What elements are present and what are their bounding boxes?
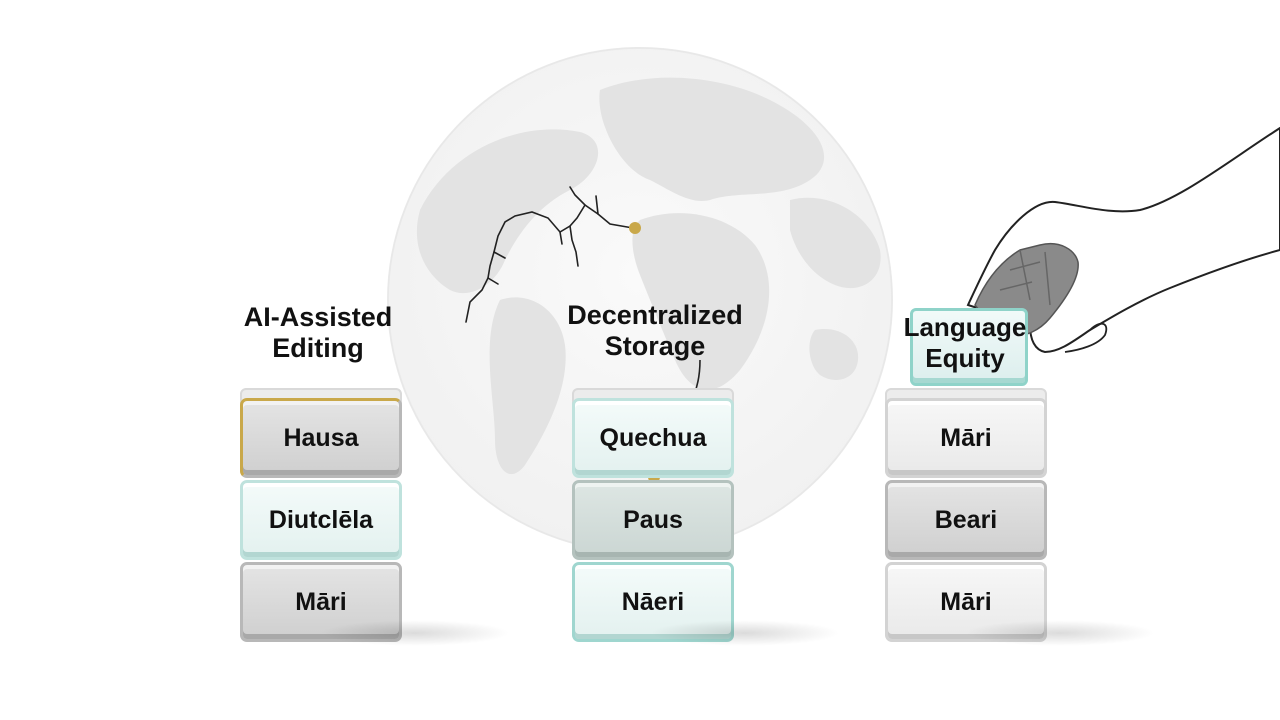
block-label: Māri — [940, 423, 992, 452]
language-block: Māri — [885, 398, 1047, 478]
language-block: Paus — [572, 480, 734, 560]
column-title-ai-assisted-editing: AI-Assisted Editing — [198, 302, 438, 364]
title-line: Language — [903, 312, 1027, 342]
language-block: Quechua — [572, 398, 734, 478]
language-block: Māri — [240, 562, 402, 642]
language-equity-card — [910, 308, 1028, 386]
title-line: Equity — [925, 343, 1005, 373]
block-label: Diutclēla — [268, 505, 374, 534]
language-block: Beari — [885, 480, 1047, 560]
block-label: Māri — [940, 587, 992, 616]
block-label: Beari — [934, 505, 998, 534]
language-block: Diutclēla — [240, 480, 402, 560]
block-label: Quechua — [599, 423, 707, 452]
title-line: Editing — [272, 333, 364, 363]
block-label: Hausa — [283, 423, 359, 452]
column-title-language-equity: Language Equity — [880, 312, 1050, 374]
block-label: Nāeri — [621, 587, 685, 616]
title-line: Storage — [604, 331, 706, 361]
column-title-decentralized-storage: Decentralized Storage — [535, 300, 775, 362]
block-shadow — [650, 620, 840, 646]
language-block: Nāeri — [572, 562, 734, 642]
title-line: Decentralized — [567, 300, 743, 330]
block-shadow — [965, 620, 1155, 646]
block-shadow — [320, 620, 510, 646]
block-label: Paus — [623, 505, 683, 534]
title-line: AI-Assisted — [243, 302, 393, 332]
language-block: Māri — [885, 562, 1047, 642]
language-block: Hausa — [240, 398, 402, 478]
block-label: Māri — [295, 587, 347, 616]
